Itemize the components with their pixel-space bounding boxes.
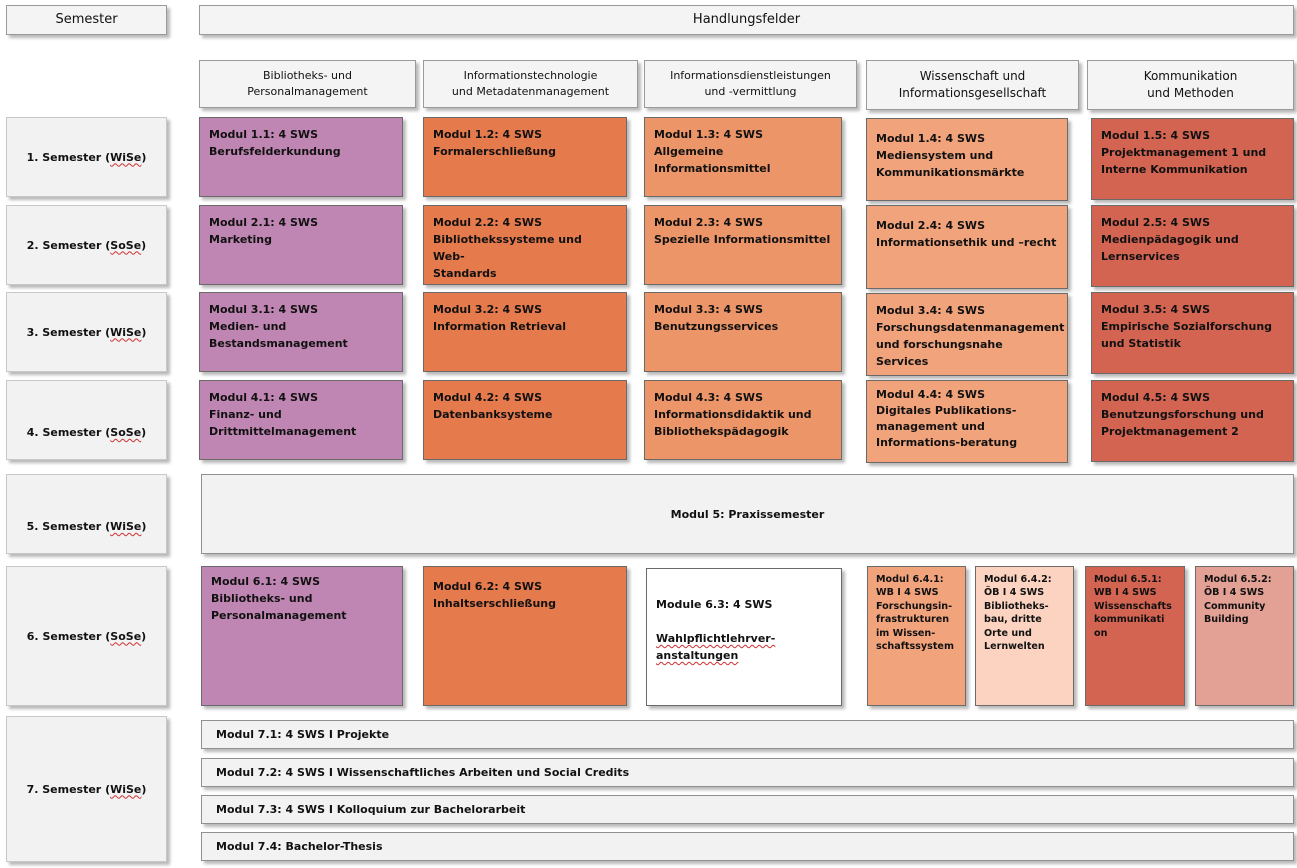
semester-label-7: 7. Semester (WiSe) (6, 716, 167, 862)
semester-prefix: 2. Semester ( (26, 238, 111, 252)
semester-prefix: 3. Semester ( (26, 325, 111, 339)
module-6-3-heading: Module 6.3: 4 SWS (656, 598, 773, 612)
fields-header: Handlungsfelder (199, 5, 1294, 35)
semester-term: SoSe (110, 238, 142, 252)
module-6-2: Modul 6.2: 4 SWS Inhaltserschließung (423, 566, 627, 706)
module-6-4-1: Modul 6.4.1: WB I 4 SWS Forschungsin- fr… (867, 566, 966, 706)
module-6-4-2: Modul 6.4.2: ÖB I 4 SWS Bibliotheks- bau… (975, 566, 1074, 706)
semester-suffix: ) (141, 150, 147, 164)
module-1-5: Modul 1.5: 4 SWS Projektmanagement 1 und… (1091, 118, 1294, 200)
semester-prefix: 1. Semester ( (26, 150, 111, 164)
semester-term: SoSe (110, 629, 142, 643)
module-6-1: Modul 6.1: 4 SWS Bibliotheks- und Person… (201, 566, 403, 706)
module-1-3: Modul 1.3: 4 SWS Allgemeine Informations… (644, 117, 842, 197)
column-header-science-society: Wissenschaft und Informationsgesellschaf… (866, 60, 1079, 110)
semester-suffix: ) (141, 426, 147, 439)
module-4-3: Modul 4.3: 4 SWS Informationsdidaktik un… (644, 380, 842, 460)
semester-label-5: 5. Semester (WiSe) (6, 474, 167, 554)
semester-suffix: ) (141, 629, 147, 643)
semester-suffix: ) (141, 520, 147, 533)
module-5: Modul 5: Praxissemester (201, 474, 1294, 554)
module-1-1: Modul 1.1: 4 SWS Berufsfelderkundung (199, 117, 403, 197)
module-4-2: Modul 4.2: 4 SWS Datenbanksysteme (423, 380, 627, 460)
semester-suffix: ) (141, 325, 147, 339)
semester-prefix: 4. Semester ( (26, 426, 111, 439)
semester-label-3: 3. Semester (WiSe) (6, 292, 167, 372)
module-6-5-1: Modul 6.5.1: WB I 4 SWS Wissenschafts ko… (1085, 566, 1185, 706)
module-6-3-description: Wahlpflichtlehrver- anstaltungen (656, 632, 776, 663)
column-header-information-services: Informationsdienstleistungen und -vermit… (644, 60, 857, 108)
semester-label-4: 4. Semester (SoSe) (6, 380, 167, 460)
module-6-5-2: Modul 6.5.2: ÖB I 4 SWS Community Buildi… (1195, 566, 1294, 706)
semester-label-6: 6. Semester (SoSe) (6, 566, 167, 706)
module-7-3: Modul 7.3: 4 SWS I Kolloquium zur Bachel… (201, 795, 1294, 824)
semester-suffix: ) (141, 782, 147, 796)
semester-term: WiSe (110, 150, 142, 164)
module-2-3: Modul 2.3: 4 SWS Spezielle Informationsm… (644, 205, 842, 285)
module-3-2: Modul 3.2: 4 SWS Information Retrieval (423, 292, 627, 372)
module-7-4: Modul 7.4: Bachelor-Thesis (201, 832, 1294, 861)
module-3-4: Modul 3.4: 4 SWS Forschungsdatenmanageme… (866, 293, 1068, 376)
column-header-information-technology: Informationstechnologie und Metadatenman… (423, 60, 638, 108)
module-3-3: Modul 3.3: 4 SWS Benutzungsservices (644, 292, 842, 372)
module-1-4: Modul 1.4: 4 SWS Mediensystem und Kommun… (866, 118, 1068, 201)
module-3-1: Modul 3.1: 4 SWS Medien- und Bestandsman… (199, 292, 403, 372)
semester-term: WiSe (110, 520, 142, 533)
module-6-3: Module 6.3: 4 SWS Wahlpflichtlehrver- an… (646, 568, 842, 706)
module-2-2: Modul 2.2: 4 SWS Bibliothekssysteme und … (423, 205, 627, 285)
semester-label-1: 1. Semester (WiSe) (6, 117, 167, 197)
module-7-1: Modul 7.1: 4 SWS I Projekte (201, 720, 1294, 749)
semester-prefix: 6. Semester ( (26, 629, 111, 643)
module-7-2: Modul 7.2: 4 SWS I Wissenschaftliches Ar… (201, 758, 1294, 787)
module-1-2: Modul 1.2: 4 SWS Formalerschließung (423, 117, 627, 197)
column-header-library-management: Bibliotheks- und Personalmanagement (199, 60, 416, 108)
module-4-5: Modul 4.5: 4 SWS Benutzungsforschung und… (1091, 380, 1294, 462)
semester-header: Semester (6, 5, 167, 35)
module-4-1: Modul 4.1: 4 SWS Finanz- und Drittmittel… (199, 380, 403, 460)
module-3-5: Modul 3.5: 4 SWS Empirische Sozialforsch… (1091, 292, 1294, 374)
semester-term: WiSe (110, 782, 142, 796)
semester-label-2: 2. Semester (SoSe) (6, 205, 167, 285)
module-2-4: Modul 2.4: 4 SWS Informationsethik und –… (866, 205, 1068, 289)
semester-suffix: ) (141, 238, 147, 252)
column-header-communication-methods: Kommunikation und Methoden (1087, 60, 1294, 110)
semester-prefix: 7. Semester ( (26, 782, 111, 796)
semester-term: WiSe (110, 325, 142, 339)
semester-term: SoSe (110, 426, 142, 439)
semester-prefix: 5. Semester ( (26, 520, 111, 533)
module-2-5: Modul 2.5: 4 SWS Medienpädagogik und Ler… (1091, 205, 1294, 287)
module-2-1: Modul 2.1: 4 SWS Marketing (199, 205, 403, 285)
module-4-4: Modul 4.4: 4 SWS Digitales Publikations-… (866, 380, 1068, 463)
